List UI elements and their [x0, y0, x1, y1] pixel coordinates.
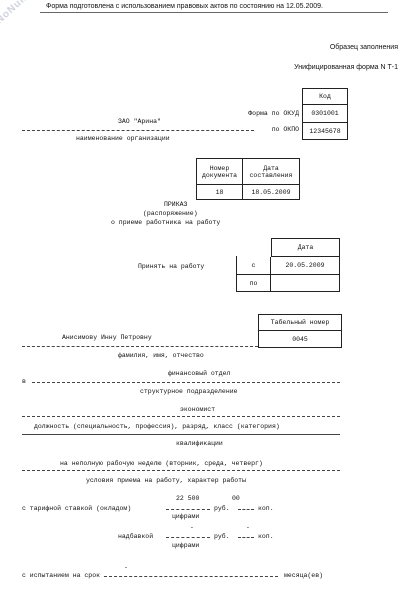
- document-table: Номер документа Дата составления 18 18.0…: [196, 158, 300, 200]
- position-value: экономист: [180, 406, 216, 413]
- document-date: 18.05.2009: [251, 188, 291, 196]
- organization-line: [22, 130, 254, 131]
- okpo-label: по ОКПО: [271, 126, 299, 133]
- header-note: Форма подготовлена с использованием прав…: [46, 3, 323, 10]
- probation-line: [104, 576, 278, 577]
- bonus-label: надбавкой: [118, 533, 154, 540]
- hire-table-corner: [236, 238, 271, 256]
- qualification-label: квалификации: [176, 440, 223, 447]
- department-caption: структурное подразделение: [140, 388, 238, 395]
- position-underline: [22, 434, 340, 435]
- rate-kop-unit: коп.: [258, 505, 274, 512]
- order-subject: о приеме работника на работу: [111, 219, 221, 226]
- organization-caption: наименование организации: [76, 135, 170, 142]
- department-line: [32, 382, 340, 383]
- hire-date-header: Дата: [271, 239, 339, 257]
- position-line: [22, 416, 340, 417]
- employee-name: Анисимову Инну Петровну: [62, 334, 152, 341]
- conditions-caption: условия приема на работу, характер работ…: [86, 477, 246, 484]
- rate-rub-unit: руб.: [214, 505, 230, 512]
- codes-table: Код 0301001 12345678: [302, 88, 348, 140]
- okpo-value: 12345678: [309, 127, 341, 135]
- rate-label: с тарифной ставкой (окладом): [22, 505, 132, 512]
- tab-number-header: Табельный номер: [259, 315, 341, 331]
- order-subtitle: (распоряжение): [143, 210, 198, 217]
- bonus-rub-unit: руб.: [214, 533, 230, 540]
- document-number-header: Номер документа: [197, 159, 243, 185]
- department-value: финансовый отдел: [168, 370, 231, 377]
- form-name: Унифицированная форма N Т-1: [294, 64, 398, 71]
- rate-kop-value: 00: [232, 495, 240, 502]
- tab-number-value: 0045: [292, 335, 308, 343]
- position-caption: должность (специальность, профессия), ра…: [34, 423, 280, 430]
- bonus-rub-line: [166, 537, 210, 538]
- probation-unit: месяца(ев): [284, 572, 324, 579]
- bonus-kop-line: [238, 537, 254, 538]
- probation-value: -: [124, 564, 128, 571]
- document-date-header: Дата составления: [243, 159, 299, 185]
- hire-dates-table: Дата с 20.05.2009 по: [236, 238, 340, 292]
- hire-label: Принять на работу: [138, 263, 205, 270]
- rate-kop-line: [238, 509, 254, 510]
- organization-name: ЗАО "Арина": [118, 118, 161, 125]
- conditions-value: на неполную рабочую неделю (вторник, сре…: [60, 460, 263, 467]
- department-prefix: в: [22, 378, 26, 385]
- employee-name-caption: фамилия, имя, отчество: [118, 352, 204, 359]
- okud-label: Форма по ОКУД: [248, 110, 299, 117]
- sample-label: Образец заполнения: [329, 44, 398, 51]
- bonus-rub-value: -: [190, 524, 194, 531]
- bonus-kop-value: -: [246, 524, 250, 531]
- bonus-digits-caption: цифрами: [172, 542, 200, 549]
- employee-name-line: [22, 346, 258, 347]
- rate-digits-caption: цифрами: [172, 513, 200, 520]
- okud-value: 0301001: [303, 105, 347, 123]
- hire-to-date: [271, 275, 339, 291]
- hire-from-date: 20.05.2009: [271, 257, 339, 275]
- tab-number-table: Табельный номер 0045: [258, 314, 342, 348]
- hire-from-label: с: [237, 257, 271, 275]
- rate-rub-value: 22 500: [176, 495, 200, 502]
- conditions-line: [22, 470, 340, 471]
- document-number: 18: [197, 185, 243, 199]
- rate-rub-line: [166, 509, 210, 510]
- header-divider: [40, 12, 388, 13]
- order-title: ПРИКАЗ: [164, 201, 188, 208]
- probation-label: с испытанием на срок: [22, 572, 101, 579]
- hire-to-label: по: [237, 275, 271, 291]
- bonus-kop-unit: коп.: [258, 533, 274, 540]
- codes-header: Код: [303, 89, 347, 105]
